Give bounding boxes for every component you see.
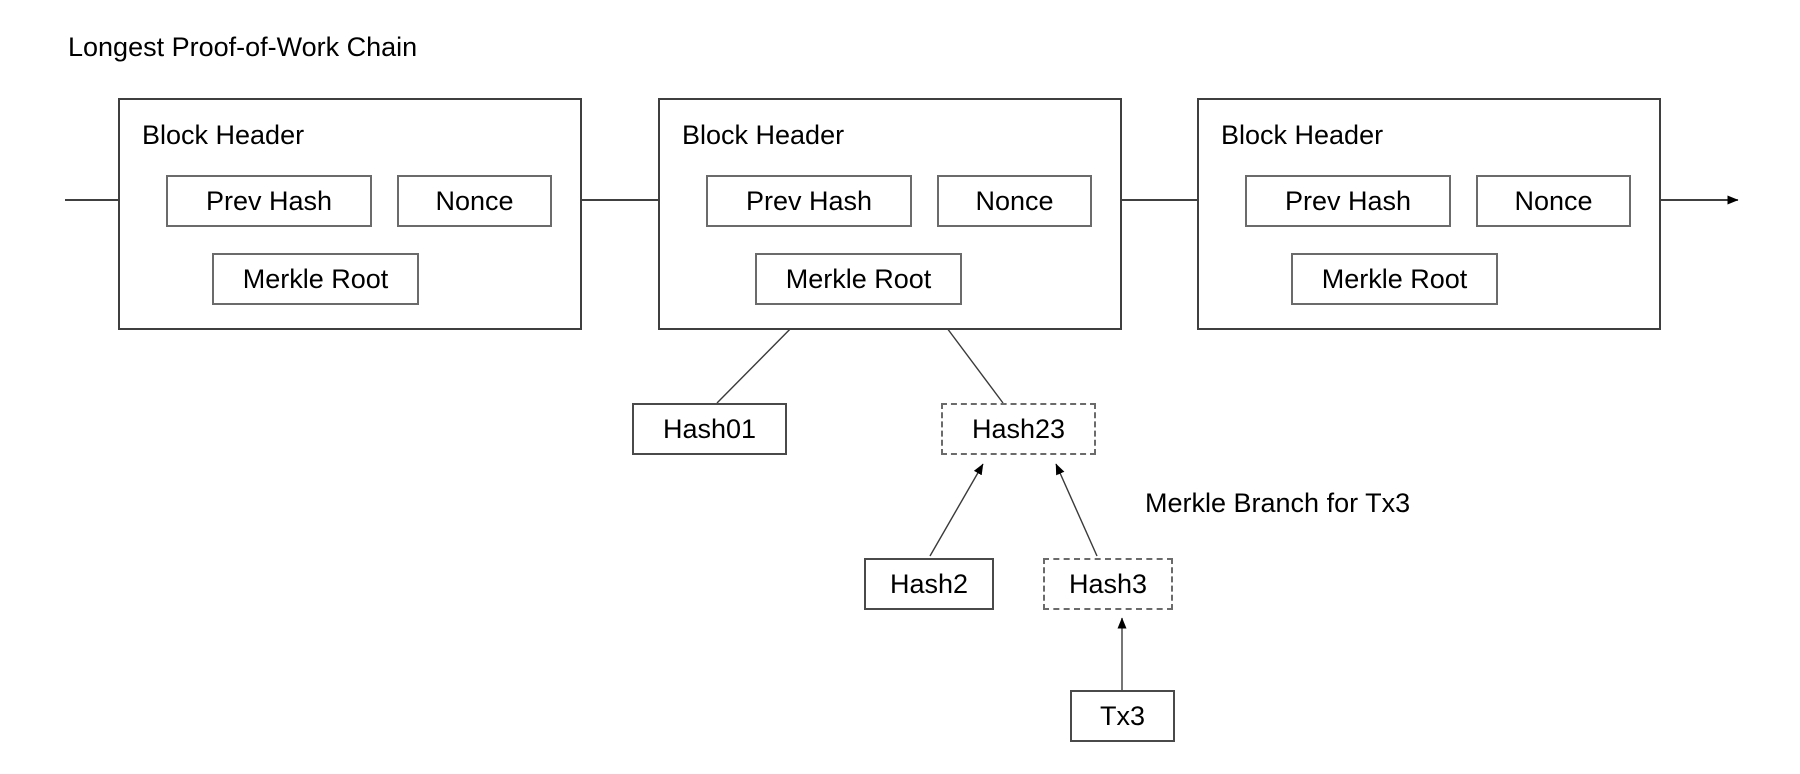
edge-hash2-to-hash23 <box>929 463 984 557</box>
block-2-nonce-box[interactable]: Nonce <box>937 175 1092 227</box>
merkle-node-hash23[interactable]: Hash23 <box>941 403 1096 455</box>
block-2-merkle-root-label: Merkle Root <box>785 263 932 294</box>
block-3-nonce-box[interactable]: Nonce <box>1476 175 1631 227</box>
merkle-node-hash2[interactable]: Hash2 <box>864 558 994 610</box>
block-2-prev-hash-label: Prev Hash <box>745 185 873 216</box>
merkle-node-hash23-label: Hash23 <box>971 413 1066 444</box>
edge-hash3-to-hash23 <box>1055 463 1098 557</box>
block-header-2-label: Block Header <box>682 120 845 150</box>
block-2-merkle-root-box[interactable]: Merkle Root <box>755 253 962 305</box>
block-header-1-label: Block Header <box>142 120 305 150</box>
edge-hash01-to-merkleroot <box>716 315 804 404</box>
block-1-prev-hash-box[interactable]: Prev Hash <box>166 175 372 227</box>
block-3-prev-hash-box[interactable]: Prev Hash <box>1245 175 1451 227</box>
block-1-prev-hash-label: Prev Hash <box>205 185 333 216</box>
merkle-node-hash2-label: Hash2 <box>889 568 969 599</box>
block-2-nonce-label: Nonce <box>975 185 1054 216</box>
block-1-nonce-label: Nonce <box>435 185 514 216</box>
merkle-node-hash01-label: Hash01 <box>662 413 757 444</box>
merkle-branch-annotation: Merkle Branch for Tx3 <box>1145 488 1411 518</box>
merkle-node-hash3[interactable]: Hash3 <box>1043 558 1173 610</box>
block-3-merkle-root-label: Merkle Root <box>1321 263 1468 294</box>
page-title: Longest Proof-of-Work Chain <box>68 32 418 62</box>
block-1-nonce-box[interactable]: Nonce <box>397 175 552 227</box>
block-2-prev-hash-box[interactable]: Prev Hash <box>706 175 912 227</box>
edge-hash23-to-merkleroot <box>937 315 1004 404</box>
block-1-merkle-root-box[interactable]: Merkle Root <box>212 253 419 305</box>
block-header-3-label: Block Header <box>1221 120 1384 150</box>
block-3-nonce-label: Nonce <box>1514 185 1593 216</box>
block-1-merkle-root-label: Merkle Root <box>242 263 389 294</box>
block-3-prev-hash-label: Prev Hash <box>1284 185 1412 216</box>
block-3-merkle-root-box[interactable]: Merkle Root <box>1291 253 1498 305</box>
merkle-node-hash01[interactable]: Hash01 <box>632 403 787 455</box>
merkle-node-tx3[interactable]: Tx3 <box>1070 690 1175 742</box>
merkle-node-tx3-label: Tx3 <box>1099 700 1145 731</box>
merkle-node-hash3-label: Hash3 <box>1068 568 1148 599</box>
